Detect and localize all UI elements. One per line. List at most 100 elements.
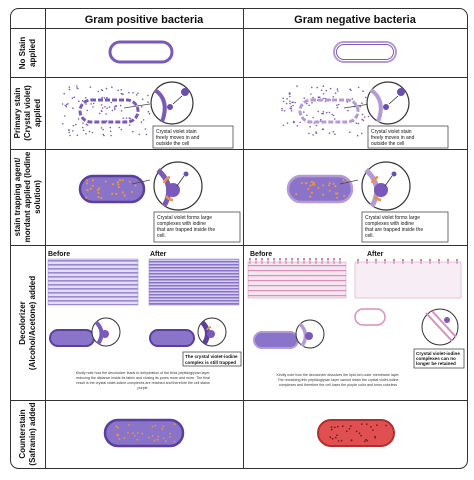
callout-line: Crystal violet stain (156, 129, 197, 135)
stain-dot (322, 128, 325, 131)
stain-dot (308, 104, 310, 107)
row-header-mordant: stain trapping agent/ mordant applied (I… (13, 151, 42, 242)
row-header-line: applied (33, 99, 42, 127)
lps-head (315, 258, 317, 260)
lps-head (375, 259, 377, 261)
stain-dot (117, 434, 119, 437)
stain-dot (156, 438, 159, 441)
explanation-line: purple. (138, 386, 149, 390)
callout-line: that are trapped inside the (157, 227, 215, 233)
stain-dot (142, 119, 145, 121)
stain-dot (86, 109, 88, 112)
stain-dot (286, 122, 289, 124)
stain-dot (350, 89, 352, 91)
stain-dot (363, 440, 366, 443)
stain-dot (321, 112, 323, 115)
iodine-dot (111, 183, 115, 186)
lps-head (429, 259, 431, 261)
stain-dot (101, 107, 104, 109)
stain-dot (61, 103, 64, 105)
stain-dot (367, 115, 370, 118)
lps-head (366, 259, 368, 261)
stain-dot (285, 102, 288, 105)
stain-dot (348, 428, 351, 430)
stain-dot (82, 129, 85, 131)
stain-dot (147, 110, 150, 113)
stain-dot (351, 98, 354, 100)
stain-dot (88, 130, 91, 133)
stain-dot (76, 87, 78, 89)
stain-dot (316, 86, 318, 89)
callout-box (153, 211, 241, 243)
callout-line: Crystal violet forms large (365, 215, 420, 221)
iodine-arc (162, 175, 171, 184)
membrane-after (354, 261, 462, 299)
stain-complex (374, 183, 388, 197)
stain-dot (320, 89, 323, 92)
callout-line: complex is still trapped (185, 360, 236, 365)
stain-dot (100, 110, 103, 112)
iodine-dot (300, 181, 303, 185)
iodine-dot (121, 179, 124, 182)
stain-dot (109, 126, 112, 129)
stain-dot (76, 85, 78, 87)
lps-head (456, 259, 458, 261)
iodine-dot (86, 189, 89, 192)
lps-head (393, 259, 395, 261)
mordant-panel-negative: Crystal violet forms large complexes wit… (286, 161, 449, 243)
stain-dot (365, 423, 368, 425)
stain-dot (334, 92, 337, 94)
cell-after (354, 308, 386, 326)
cell-wall-section (369, 88, 383, 123)
stain-dot (346, 101, 349, 103)
stain-dot (81, 126, 84, 129)
callout-box (182, 351, 242, 367)
lps-head (297, 258, 299, 260)
stain-dot (290, 105, 293, 108)
row-header-line: solution) (33, 180, 42, 214)
stain-dot (151, 434, 154, 437)
lps-head (303, 258, 305, 260)
callout-line: complexes with iodine (157, 221, 206, 227)
callout-line: complexes with iodine (365, 221, 414, 227)
stain-dot (289, 100, 291, 103)
stain-dot (294, 101, 297, 104)
explanation-line: Kindly note how the decolorizer leads to… (76, 371, 210, 375)
stain-dot (147, 101, 149, 103)
stain-dot (289, 107, 292, 110)
column-header-positive: Gram positive bacteria (85, 14, 204, 26)
callout-line: The crystal violet-iodine (185, 354, 238, 359)
stain-dot (296, 125, 299, 127)
stain-dot (153, 439, 156, 442)
stain-dot (162, 425, 165, 428)
crystal-violet-dots (61, 85, 151, 137)
lps-head (321, 258, 323, 260)
stain-dot (311, 86, 313, 89)
stained-cell (78, 174, 146, 204)
stain-dot (145, 133, 148, 136)
stain-dot (361, 113, 364, 116)
stain-dot (331, 113, 333, 116)
primary-panel-positive: Crystal violet stain freely moves in and… (61, 81, 234, 149)
iodine-dot (118, 179, 122, 182)
stain-dot (157, 435, 160, 438)
counterstain-panel-negative (317, 419, 395, 447)
iodine-dot (117, 183, 120, 186)
lps-head (411, 259, 413, 261)
iodine-dot (310, 191, 314, 194)
stain-dot (308, 132, 310, 135)
zoom-circle (150, 81, 194, 125)
stain-dot (320, 118, 322, 121)
dissolved-membrane-fragments (357, 259, 458, 264)
stain-dot (114, 108, 116, 111)
stain-dot (97, 90, 100, 93)
callout-line: Crystal violet forms large (157, 215, 212, 221)
row-header-line: (Alcohol/Acetone) added (28, 276, 37, 370)
row-header-line: No Stain (18, 37, 27, 70)
stain-dot (86, 124, 89, 126)
stain-dot (91, 131, 94, 134)
row-header-line: Decolorizer (18, 301, 27, 345)
iodine-dot (115, 192, 118, 195)
callout-box (367, 125, 449, 149)
